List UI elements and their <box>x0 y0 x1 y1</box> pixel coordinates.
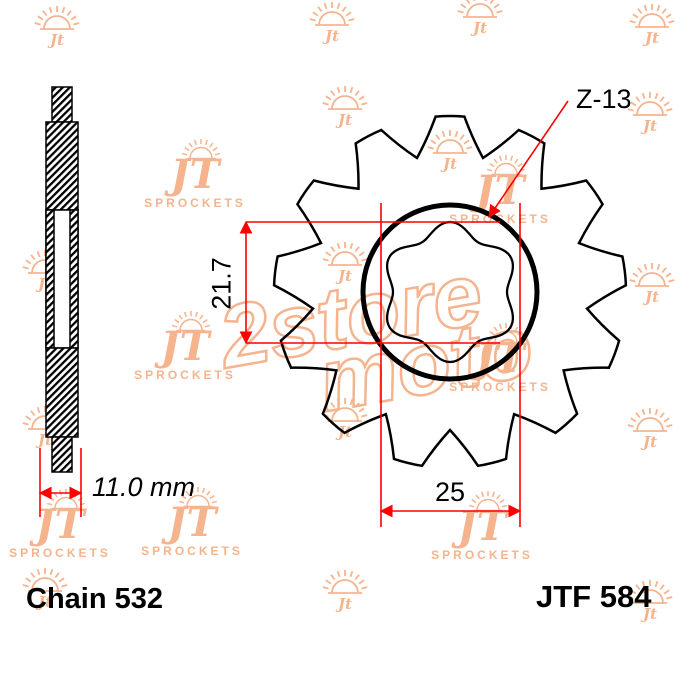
jt-script-text: JT <box>164 151 223 198</box>
hub-circle <box>360 202 540 382</box>
jt-monogram-text: Jt <box>640 605 657 623</box>
side-bore-wall-left <box>45 209 55 349</box>
jt-sun-icon: Jt <box>627 408 673 451</box>
sprocket-front-view <box>272 114 628 468</box>
jt-sun-icon: Jt <box>629 4 675 47</box>
jt-monogram-text: Jt <box>335 267 352 285</box>
side-lower-hub <box>45 347 79 438</box>
jt-sun-icon <box>171 310 211 332</box>
side-upper-hub <box>45 121 79 211</box>
z13-leader-line <box>488 100 569 219</box>
jt-monogram-text: Jt <box>35 593 52 611</box>
side-top-stem <box>51 86 73 123</box>
jt-sun-icon: Jt <box>309 2 355 45</box>
hub-width-label: 11.0 mm <box>92 472 196 502</box>
jt-monogram-text: Jt <box>335 111 352 129</box>
jt-monogram-text: Jt <box>640 433 657 451</box>
chain-type-label: Chain 532 <box>26 583 163 615</box>
jt-sun-icon: Jt <box>322 242 368 285</box>
jt-monogram-text: Jt <box>470 19 487 37</box>
jt-monogram-text: Jt <box>440 155 457 173</box>
jt-sun-icon <box>181 138 221 160</box>
jt-script-text: JT <box>161 499 220 546</box>
jt-monogram-text: Jt <box>47 31 64 49</box>
jt-sun-icon: Jt <box>457 0 503 37</box>
spline-bore-outline <box>385 220 515 364</box>
jt-sun-icon: Jt <box>34 6 80 49</box>
jt-monogram-text: Jt <box>642 29 659 47</box>
sprockets-text: SPROCKETS <box>449 380 551 394</box>
dim-25-label: 25 <box>434 477 466 507</box>
jt-script-text: JT <box>154 323 213 370</box>
jt-monogram-text: Jt <box>640 117 657 135</box>
side-bore-wall-right <box>69 209 79 349</box>
sprockets-text: SPROCKETS <box>144 196 246 210</box>
sprockets-text: SPROCKETS <box>431 548 533 562</box>
sprocket-side-view <box>45 86 79 473</box>
jt-sun-icon: Jt <box>629 263 675 306</box>
part-number-label: JTF 584 <box>536 579 652 614</box>
jt-monogram-text: Jt <box>335 595 352 613</box>
sprockets-text: SPROCKETS <box>141 544 243 558</box>
jt-sun-icon: Jt <box>627 92 673 135</box>
dimension-lines <box>38 100 569 527</box>
jt-monogram-text: Jt <box>642 288 659 306</box>
jt-sun-icon <box>178 486 218 508</box>
jt-sun-icon: Jt <box>627 580 673 623</box>
jt-monogram-text: Jt <box>322 27 339 45</box>
sprockets-text: SPROCKETS <box>134 368 236 382</box>
gear-teeth-outline <box>272 114 628 468</box>
dim-21-7-label: 21.7 <box>206 257 237 310</box>
jt-script-text: JT <box>29 501 88 548</box>
jt-sun-icon: Jt <box>427 130 473 173</box>
side-bottom-stem <box>51 436 73 473</box>
jt-sun-icon: Jt <box>22 568 68 611</box>
jt-sun-icon: Jt <box>322 570 368 613</box>
jt-sun-icon: Jt <box>322 86 368 129</box>
sprockets-text: SPROCKETS <box>9 546 111 560</box>
teeth-count-label: Z-13 <box>576 84 632 114</box>
